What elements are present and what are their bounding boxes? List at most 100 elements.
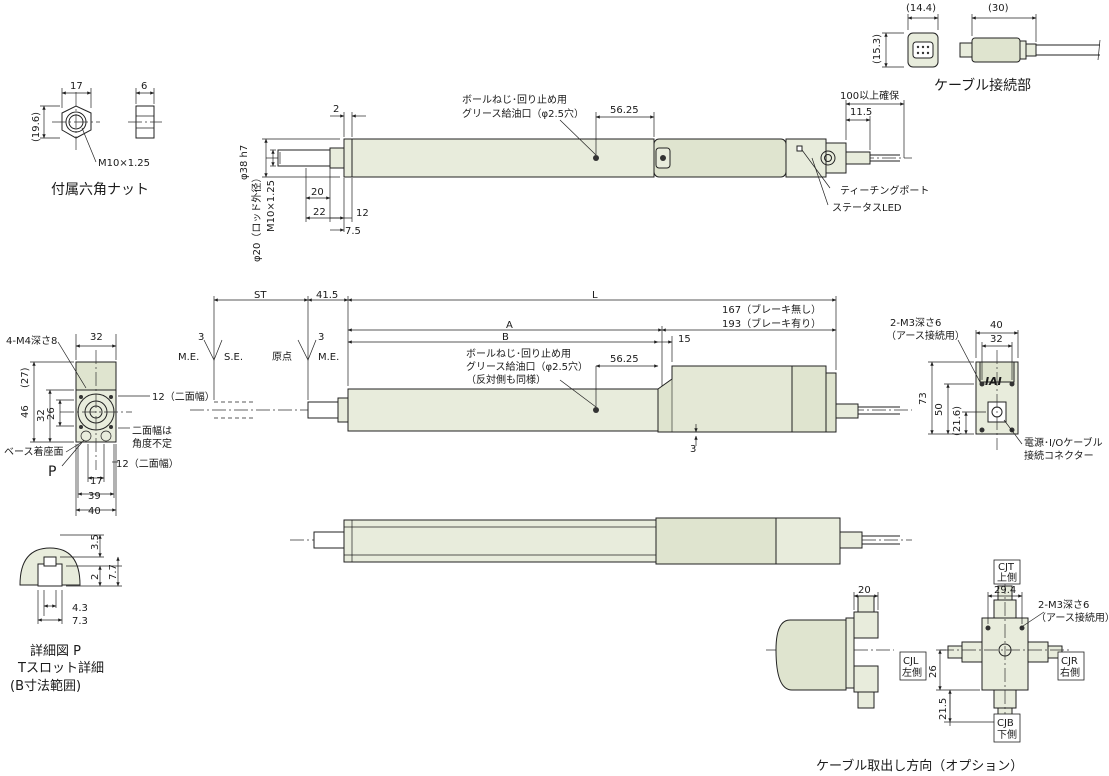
side-dim-3c: 3 [690,444,696,455]
side-dim-3b: 3 [318,332,324,343]
top-rod-dia: φ20（ロッド外径） [250,173,263,262]
nut-thread: M10×1.25 [98,158,150,169]
top-thread: M10×1.25 [266,180,277,232]
top-phi38: φ38 h7 [239,145,250,180]
rear-connector-2: 接続コネクター [1024,449,1094,462]
opt-dim-26: 26 [928,665,939,678]
rear-dim-32: 32 [990,334,1003,345]
opt-cjt-2: 上側 [997,571,1017,584]
status-led-label: ステータスLED [832,202,902,214]
hex-nut-drawing [40,88,162,163]
top-grease-1: ボールねじ･回り止め用 [462,94,567,106]
nut-dim-6: 6 [141,81,147,92]
teaching-port-label: ティーチングポート [840,184,929,197]
top-dim-100: 100以上確保 [840,89,899,102]
bottom-view-body [343,519,657,563]
opt-cjb-2: 下側 [997,728,1017,741]
opt-dim-20: 20 [858,585,871,596]
top-view-actuator [262,100,912,232]
side-dim-15: 15 [678,334,691,345]
rear-m3-sub: （アース接続用） [886,329,965,342]
opt-dim-29-4: 29.4 [994,585,1016,596]
cable-connection-detail [882,14,1101,68]
top-dim-22: 22 [313,207,326,218]
rear-m3: 2-M3深さ6 [890,317,941,329]
connector-side [971,37,1021,63]
dim-30: (30) [988,3,1009,14]
rear-connector-1: 電源･I/Oケーブル [1024,436,1103,449]
opt-cjl-1: CJL [903,656,919,667]
nut-dim-19-6: (19.6) [31,112,42,142]
top-grease-2: グリース給油口（φ2.5穴） [462,107,584,120]
side-dim-56-25: 56.25 [610,354,639,365]
tslot-caption-3: (B寸法範囲) [10,679,81,694]
dim-15-3: (15.3) [872,34,883,64]
end-two-face-2: 角度不定 [132,437,172,450]
opt-m3: 2-M3深さ6 [1038,599,1089,611]
side-grease-3: （反対側も同様） [466,373,546,386]
opt-cjr-1: CJR [1061,656,1078,667]
end-P: P [48,464,56,480]
top-dim-20: 20 [311,187,324,198]
cable-option-rear [936,580,1070,728]
side-view-body [347,388,659,432]
side-origin: 原点 [272,351,292,363]
top-view-body [351,138,655,178]
end-dim-32: 32 [90,332,103,343]
end-two-face-1: 二面幅は [132,424,172,437]
tslot-caption-1: 詳細図 P [30,643,81,659]
tslot-dim-2: 2 [90,574,101,580]
side-dim-3a: 3 [198,332,204,343]
opt-cjb-1: CJB [997,718,1014,729]
bottom-view-actuator [290,517,912,565]
opt-dim-21-5: 21.5 [938,698,949,720]
top-dim-12: 12 [356,208,369,219]
tslot-dim-4-3: 4.3 [72,603,88,614]
top-dim-11-5: 11.5 [850,107,872,118]
top-dim-56-25: 56.25 [610,105,639,116]
opt-cjr-2: 右側 [1060,666,1080,679]
tslot-detail [19,534,122,624]
side-A: A [506,320,513,331]
end-m4: 4-M4深さ8 [6,335,57,347]
end-base: ベース着座面 [4,445,64,458]
top-dim-7-5: 7.5 [345,226,361,237]
rear-view-drawing [928,330,1023,450]
end-dim-17: 17 [90,476,103,487]
side-me1: M.E. [178,352,199,363]
tslot-dim-3-5: 3.5 [90,534,101,550]
opt-m3-sub: （アース接続用） [1036,611,1109,624]
dim-14-4: (14.4) [906,3,936,14]
end-dim-27: (27) [20,367,31,388]
top-dim-2: 2 [333,104,339,115]
rear-dim-40: 40 [990,320,1003,331]
side-L: L [592,290,598,301]
end-dim-26: 26 [46,407,57,420]
rear-dim-73: 73 [918,392,929,405]
side-grease-2: グリース給油口（φ2.5穴） [466,360,588,373]
end-dim-40: 40 [88,506,101,517]
end-dim-39: 39 [88,491,101,502]
opt-cjt-1: CJT [998,562,1015,573]
side-view-actuator [190,296,912,446]
nut-caption: 付属六角ナット [51,182,149,198]
nut-dim-17: 17 [70,81,83,92]
tslot-dim-7-7: 7.7 [108,564,119,580]
rear-logo: IAI [985,375,1002,388]
end-dim-32v: 32 [36,409,47,422]
rear-dim-50: 50 [934,403,945,416]
side-st: ST [254,290,267,301]
cable-connection-caption: ケーブル接続部 [934,77,1031,94]
side-se: S.E. [224,352,243,363]
rear-dim-21-6: (21.6) [952,406,963,436]
cable-option-side [766,592,894,709]
tslot-dim-7-3: 7.3 [72,616,88,627]
tslot-caption-2: Tスロット詳細 [17,660,104,676]
side-l-no-brake: 167（ブレーキ無し） [722,303,821,316]
end-dim-46: 46 [20,405,31,418]
opt-cjl-2: 左側 [902,666,922,679]
side-dim-41-5: 41.5 [316,290,338,301]
end-dim-12a: 12（二面幅） [152,390,215,403]
side-l-brake: 193（ブレーキ有り） [722,317,821,330]
